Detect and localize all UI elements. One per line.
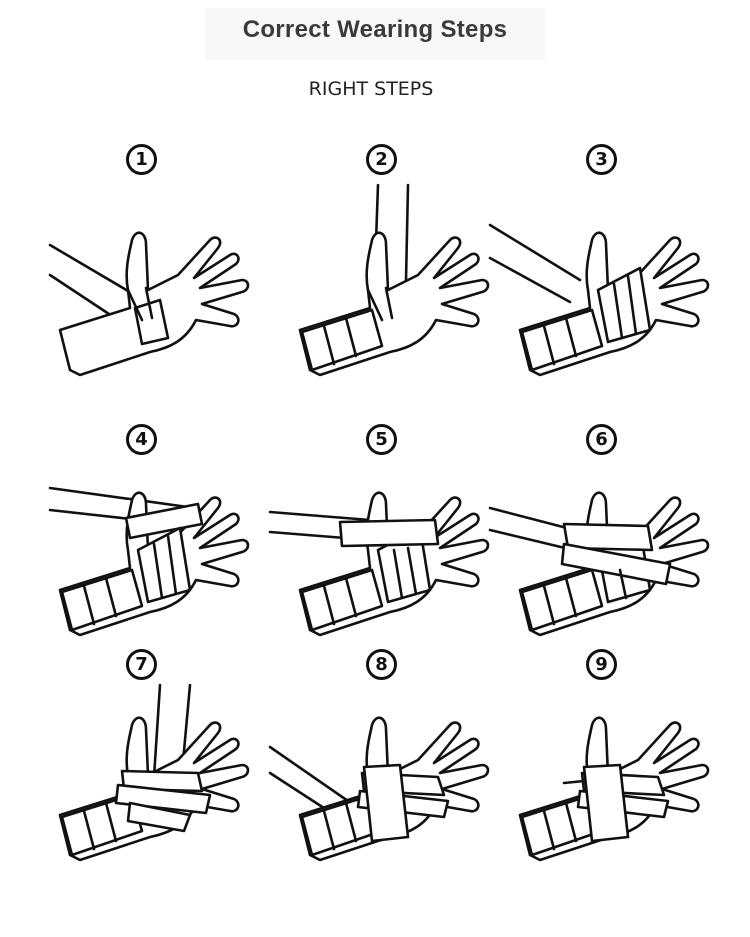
step-number-badge: 9 <box>586 649 617 680</box>
step-number-badge: 2 <box>366 144 397 175</box>
hand-wrap-step-4-illustration <box>48 486 250 637</box>
step-number-badge: 7 <box>126 649 157 680</box>
hand-wrap-step-9-illustration <box>518 716 710 862</box>
step-1: 1 <box>20 140 270 420</box>
step-2: 2 <box>260 140 510 420</box>
step-5: 5 <box>260 420 510 700</box>
step-number-badge: 4 <box>126 424 157 455</box>
hand-wrap-step-6-illustration <box>488 491 710 637</box>
step-number-badge: 6 <box>586 424 617 455</box>
title-band <box>205 8 545 60</box>
page-title: Correct Wearing Steps <box>242 16 508 43</box>
hand-wrap-step-7-illustration <box>58 683 250 862</box>
step-number-badge: 5 <box>366 424 397 455</box>
step-number-badge: 3 <box>586 144 617 175</box>
page-subtitle: RIGHT STEPS <box>308 78 434 100</box>
step-4: 4 <box>20 420 270 700</box>
hand-wrap-step-1-illustration <box>48 231 250 377</box>
step-7: 7 <box>20 645 270 925</box>
step-number-badge: 8 <box>366 649 397 680</box>
hand-wrap-step-3-illustration <box>488 223 710 377</box>
hand-wrap-step-5-illustration <box>268 491 490 637</box>
hand-wrap-step-2-illustration <box>298 183 490 377</box>
step-number-badge: 1 <box>126 144 157 175</box>
step-3: 3 <box>480 140 730 420</box>
step-9: 9 <box>480 645 730 925</box>
step-6: 6 <box>480 420 730 700</box>
step-8: 8 <box>260 645 510 925</box>
hand-wrap-step-8-illustration <box>268 716 490 862</box>
